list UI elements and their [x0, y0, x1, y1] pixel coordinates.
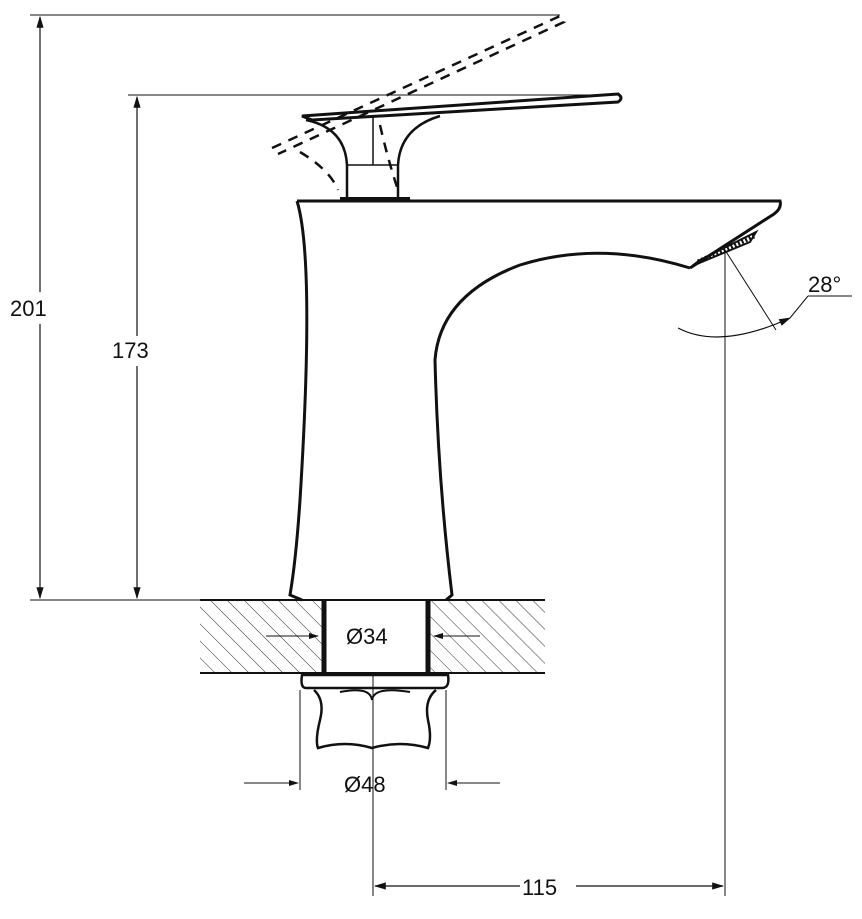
dimension-spout-angle: 28°	[677, 249, 852, 338]
faucet-body	[288, 197, 782, 602]
total-height-label: 201	[10, 296, 47, 321]
dimension-spout-reach: 115	[372, 252, 726, 900]
handle	[301, 92, 623, 198]
countertop-section: Ø34	[200, 599, 545, 674]
handle-raised-position	[271, 14, 566, 191]
hole-diameter-label: Ø34	[346, 624, 388, 649]
dimension-body-height: 173	[110, 94, 620, 600]
spout-reach-label: 115	[522, 875, 557, 900]
spout-angle-label: 28°	[808, 272, 841, 297]
dimension-total-height: 201	[8, 14, 560, 601]
mounting-nut: Ø48	[244, 673, 500, 797]
body-height-label: 173	[112, 338, 149, 363]
nut-diameter-label: Ø48	[344, 772, 386, 797]
